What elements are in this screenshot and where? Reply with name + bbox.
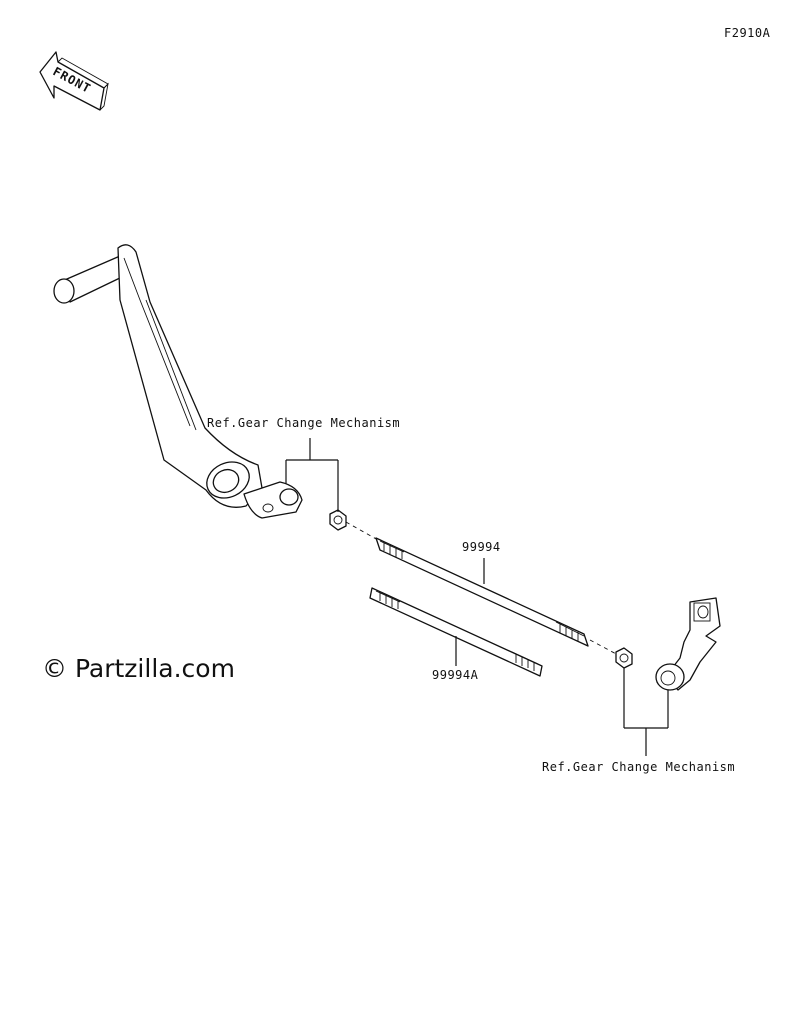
front-arrow-icon: FRONT [39, 51, 109, 111]
figure-code: F2910A [724, 26, 771, 40]
gear-change-arm [655, 597, 721, 691]
tie-rod-99994 [375, 537, 589, 647]
rod-label-99994a: 99994A [432, 668, 479, 682]
tie-rod-99994a [369, 587, 543, 677]
shift-pedal [53, 244, 303, 519]
watermark: © Partzilla.com [42, 654, 235, 683]
ref-label-top: Ref.Gear Change Mechanism [207, 416, 400, 430]
nut-bottom [615, 647, 633, 669]
axis-line-bottom [589, 639, 621, 657]
rod-label-99994: 99994 [462, 540, 501, 554]
ref-top-leader [285, 438, 339, 512]
ref-bottom-leader [623, 668, 669, 756]
nut-top [329, 509, 347, 531]
ref-label-bottom: Ref.Gear Change Mechanism [542, 760, 735, 774]
watermark-text: © Partzilla.com [42, 654, 235, 683]
axis-line-top [345, 521, 379, 541]
